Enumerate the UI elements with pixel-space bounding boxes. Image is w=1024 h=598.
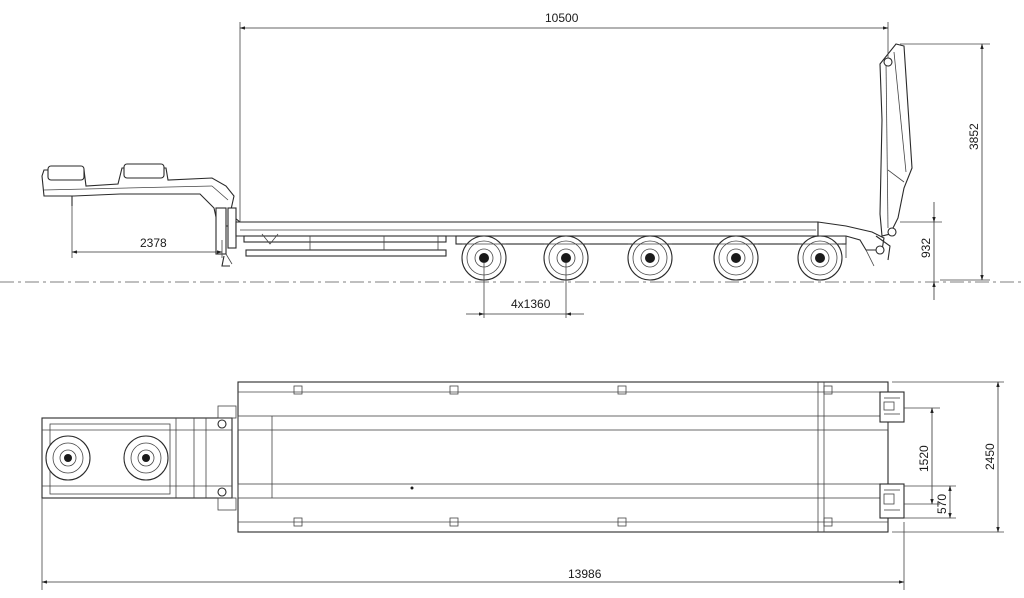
dimension-label-overall-width: 2450: [983, 443, 997, 470]
wheel: [123, 435, 169, 481]
wheel: [713, 235, 759, 281]
dimension-label-kingpin-offset: 2378: [140, 236, 167, 250]
gooseneck-top: [41, 405, 237, 511]
dimension-label-overall-length: 13986: [568, 567, 602, 581]
dimension-overall-height: 3852: [900, 43, 990, 281]
dimension-rear-height: 932: [900, 202, 942, 300]
side-view: 10500 3852 932 2378: [0, 11, 1024, 318]
dimension-label-ramp-width: 570: [935, 494, 949, 514]
dimension-label-axle-spacing: 4x1360: [511, 297, 551, 311]
wheel-set: [461, 235, 843, 281]
dimension-label-overall-height: 3852: [967, 123, 981, 150]
dimension-label-rear-height: 932: [919, 238, 933, 258]
dimension-overall-width: 2450: [892, 381, 1004, 533]
dimension-label-deck-length: 10500: [545, 11, 579, 25]
wheel: [627, 235, 673, 281]
rear-ramps-top: [879, 391, 905, 519]
wheel: [543, 235, 589, 281]
wheel: [45, 435, 91, 481]
dimension-axle-spacing: 4x1360: [466, 262, 584, 318]
dimension-kingpin-offset: 2378: [71, 206, 223, 258]
dimension-ramp-spacing: 1520: [904, 407, 940, 505]
dimension-label-ramp-spacing: 1520: [917, 445, 931, 472]
dimension-deck-length: 10500: [239, 11, 889, 222]
wheel: [797, 235, 843, 281]
rear-ramp: [875, 43, 913, 261]
deck-top: [237, 381, 889, 533]
top-view: 2450 1520 570 13986: [41, 381, 1004, 590]
dimension-ramp-width: 570: [904, 485, 956, 519]
dimension-overall-length: 13986: [41, 498, 905, 590]
